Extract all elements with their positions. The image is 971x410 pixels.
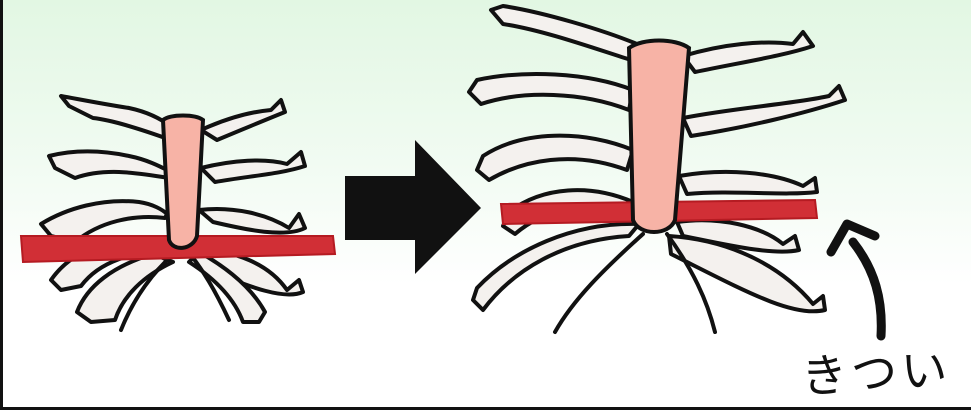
rib [201, 152, 305, 182]
rib [477, 136, 633, 180]
rib [683, 32, 813, 72]
big-right-arrow-icon [345, 140, 481, 274]
rib [491, 6, 637, 60]
rib [679, 172, 817, 194]
rib [49, 152, 171, 179]
sternum-relaxed [163, 116, 203, 248]
rib [469, 74, 633, 110]
caption-text: きつい [799, 333, 952, 407]
curved-up-arrow-icon [831, 224, 881, 336]
rib [61, 96, 173, 140]
rib [683, 86, 845, 136]
rib [201, 100, 285, 140]
rib [199, 209, 305, 233]
rib [473, 224, 639, 310]
